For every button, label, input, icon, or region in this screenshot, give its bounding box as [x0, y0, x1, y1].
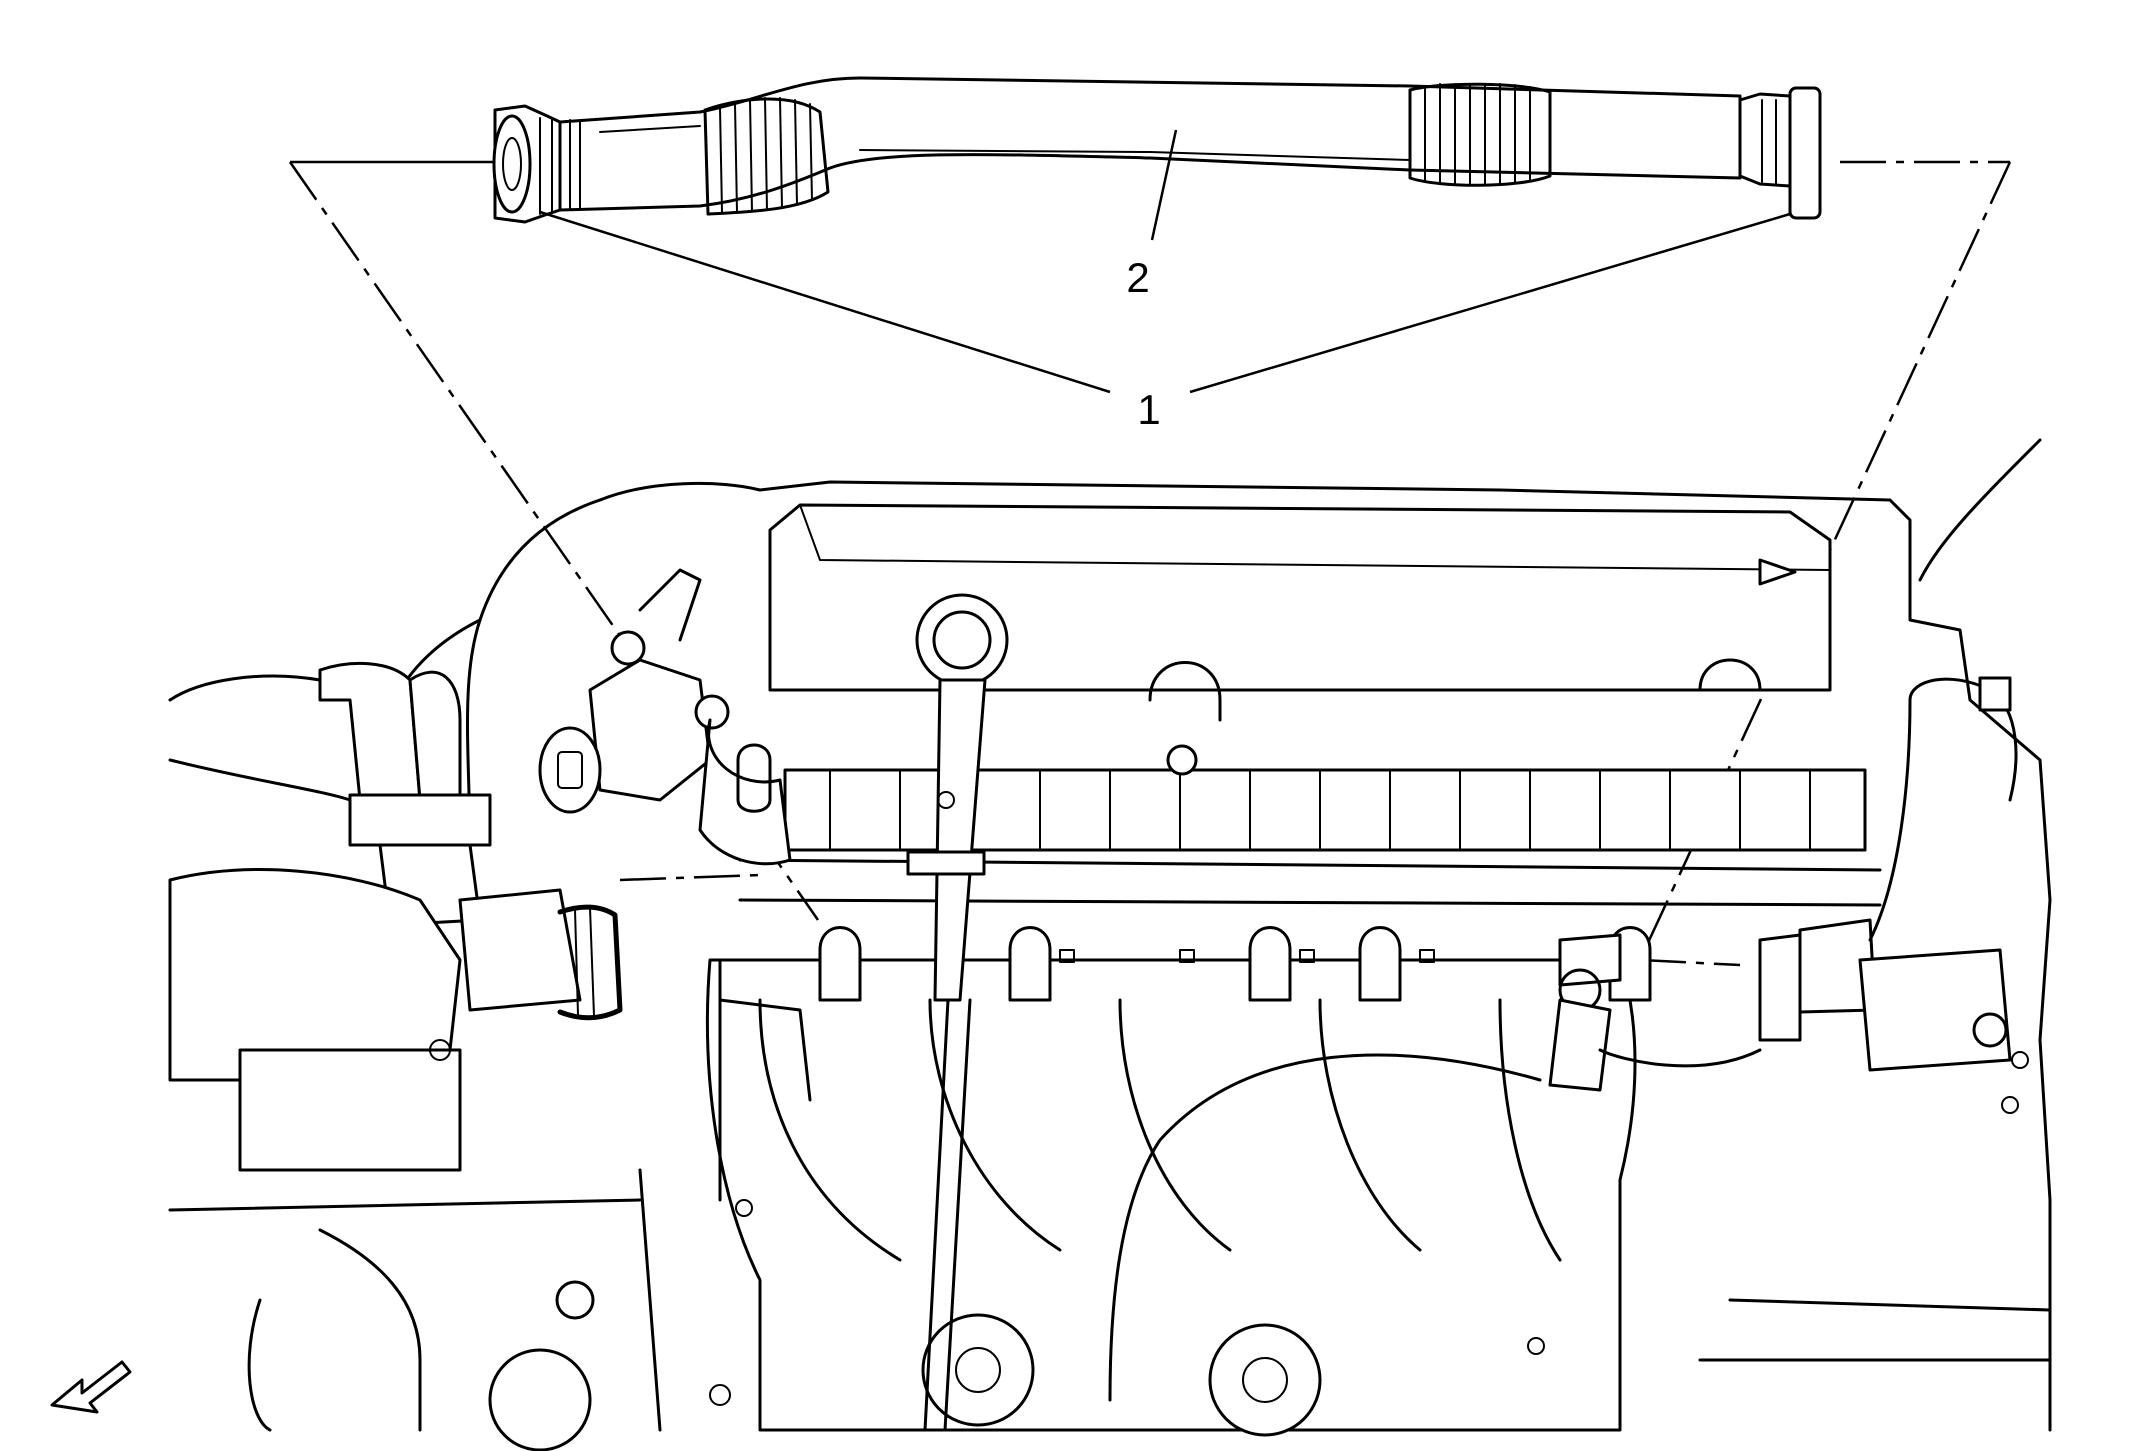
- dipstick-handle: [915, 593, 1009, 687]
- projection-right-stub: [1639, 958, 1741, 967]
- left-hose-and-pump: [168, 661, 642, 1212]
- hose-left-corrugation: [703, 97, 830, 216]
- runner-port-1: [921, 1313, 1035, 1427]
- outlet-bolt-2: [694, 694, 730, 730]
- electrical-connector: [538, 726, 602, 814]
- coolant-outlet: [538, 568, 792, 866]
- hose-right-corrugation: [1408, 82, 1552, 187]
- view-direction-arrow-icon: [50, 1360, 132, 1414]
- engine-outline: [598, 480, 2052, 1432]
- sensor-connector: [1108, 933, 1762, 1402]
- lower-bolt: [555, 1280, 595, 1320]
- dipstick-clip: [906, 850, 986, 876]
- projection-left-stub: [619, 873, 761, 882]
- lower-pulley: [488, 1348, 592, 1451]
- hose-right-connector: [1738, 92, 1792, 188]
- coil-row: [818, 926, 1652, 1002]
- hose-right-flange: [1788, 86, 1822, 220]
- hose-clamp: [348, 793, 492, 847]
- runner-port-2: [1208, 1323, 1322, 1437]
- callout-2: 2: [1126, 254, 1149, 301]
- callout-1: 1: [1137, 386, 1160, 433]
- leader-1-right: [1189, 212, 1791, 394]
- leader-2: [1150, 129, 1178, 241]
- lower-block: [247, 958, 812, 1451]
- oil-dipstick: [906, 593, 1009, 1432]
- cover-bolt-icon: [1166, 744, 1198, 776]
- outlet-bolt: [610, 630, 646, 666]
- hose-left-fitting-bore: [502, 137, 522, 191]
- right-side-components: [1698, 438, 2052, 1362]
- hose-left-fitting-face: [492, 114, 532, 214]
- leader-1-left: [539, 210, 1111, 394]
- hose-tube: [558, 76, 1742, 212]
- valve-cover-arrow-icon: [1758, 558, 1797, 586]
- intake-manifold: [705, 958, 1637, 1437]
- callout-leaders: [290, 129, 1791, 394]
- pump-body: [238, 1048, 462, 1172]
- hose-assembly: [492, 76, 1822, 224]
- engine-assembly: [168, 438, 2052, 1451]
